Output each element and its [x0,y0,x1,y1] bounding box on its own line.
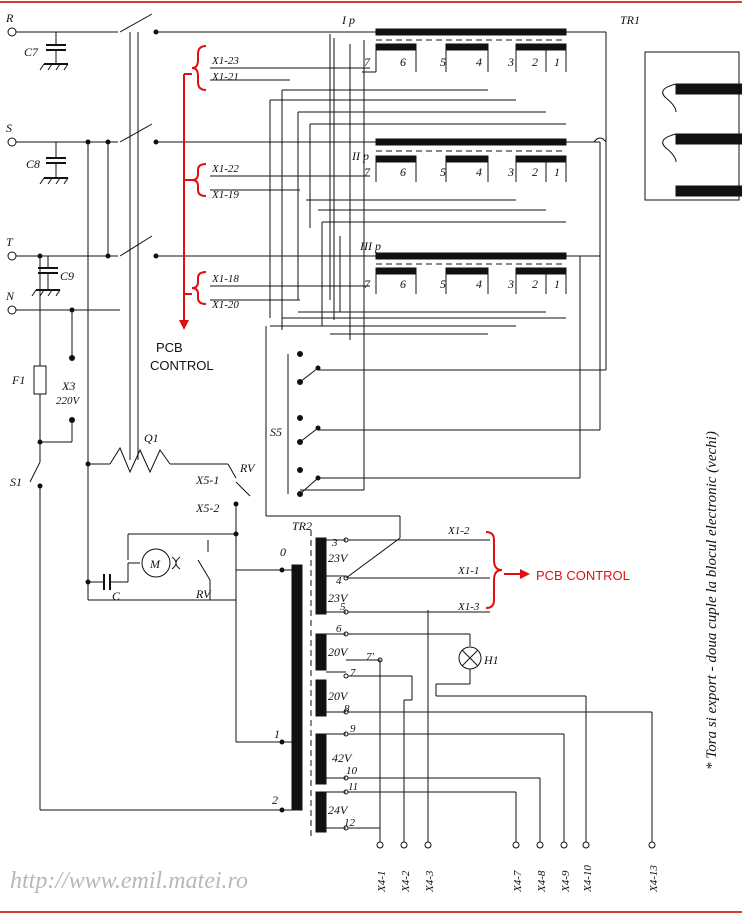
terminal-n [7,305,17,315]
x1-18-label: X1-18 [211,273,239,285]
switch-s1-label: S1 [10,475,22,489]
q1-label: Q1 [144,431,159,445]
x4-10-label: X4-10 [582,865,594,893]
tr2-tap-3: 3 [331,537,338,549]
tr2-tap-5: 5 [340,601,346,613]
tr2-tap-6: 6 [336,623,342,635]
phase-i-label: I p [341,13,355,27]
x4-terminal-labels: X4-1 X4-2 X4-3 X4-7 X4-8 X4-9 X4-10 X4-1… [376,865,660,893]
terminal-t-label: T [6,235,14,249]
terminal-s-label: S [6,121,12,135]
voltage-24v: 24V [328,803,349,817]
x4-2-label: X4-2 [400,870,412,893]
watermark: http://www.emil.matei.ro [10,868,248,894]
tr1-p1-tap-7: 7 [364,55,371,69]
cap-c7-label: C7 [24,45,39,59]
tr1-p2-tap-4: 4 [476,165,482,179]
side-note: * Tora si export - doua cuple la blocul … [704,431,720,770]
voltage-42v: 42V [332,751,353,765]
tr2-tap-12: 12 [344,817,356,829]
tr1-p2-tap-2: 2 [532,165,538,179]
tr2-label: TR2 [292,519,312,533]
x1-2-label: X1-2 [447,525,470,537]
cap-c8-label: C8 [26,157,40,171]
tr2-tap-8: 8 [344,703,350,715]
tr1-p1-tap-6: 6 [400,55,406,69]
tr1-p1-tap-1: 1 [554,55,560,69]
pcb-control-line2: CONTROL [150,358,214,373]
terminal-r-label: R [5,11,14,25]
terminal-r [7,27,17,37]
fuse-label: F1 [11,373,25,387]
tr1-p2-tap-7: 7 [364,165,371,179]
tr1-p1-tap-3: 3 [507,55,514,69]
motor-label: M [149,557,161,571]
x1-1-label: X1-1 [457,565,479,577]
x1-21-label: X1-21 [211,71,239,83]
x1-3-label: X1-3 [457,601,480,613]
plug-x3-label: X3 [61,379,75,393]
terminal-s [7,137,17,147]
tr2-tap-0: 0 [280,545,286,559]
tr1-p2-tap-1: 1 [554,165,560,179]
x1-20-label: X1-20 [211,299,239,311]
motor-symbol [141,548,171,578]
tr2-tap-7p: 7' [366,651,375,663]
tr1-p1-tap-2: 2 [532,55,538,69]
x4-3-label: X4-3 [424,870,436,893]
tr1-p2-tap-5: 5 [440,165,446,179]
tr1-p3-tap-4: 4 [476,277,482,291]
tr2-tap-10: 10 [346,765,358,777]
tr1-p2-tap-6: 6 [400,165,406,179]
terminal-t [7,251,17,261]
tr2-tap-2: 2 [272,793,278,807]
x4-1-label: X4-1 [376,871,388,893]
x4-9-label: X4-9 [560,870,572,893]
x1-23-label: X1-23 [211,55,239,67]
lamp-h1-label: H1 [483,653,499,667]
tr1-p3-tap-7: 7 [364,277,371,291]
tr1-p3-tap-5: 5 [440,277,446,291]
x4-8-label: X4-8 [536,870,548,893]
rv-motor-switch-label: RV [195,587,212,601]
rv-switch-label: RV [239,461,256,475]
x5-2-label: X5-2 [195,501,219,515]
tr2-tap-1: 1 [274,727,280,741]
tr1-p3-tap-2: 2 [532,277,538,291]
tr1-p1-tap-4: 4 [476,55,482,69]
pcb-control-line1: PCB [156,340,183,355]
voltage-23v-b: 23V [328,591,349,605]
tr1-p2-tap-3: 3 [507,165,514,179]
voltage-20v-b: 20V [328,689,349,703]
tr2-tap-11: 11 [348,781,358,793]
tr2-tap-7: 7 [350,667,356,679]
terminal-n-label: N [5,289,15,303]
cap-c9-label: C9 [60,269,74,283]
tr1-p3-tap-3: 3 [507,277,514,291]
x1-19-label: X1-19 [211,189,239,201]
phase-iii-label: III p [359,239,381,253]
x4-7-label: X4-7 [512,870,524,893]
x1-22-label: X1-22 [211,163,239,175]
pcb-control-right-label: PCB CONTROL [536,568,630,583]
phase-ii-label: II p [351,149,369,163]
cap-c-label: C [112,589,121,603]
voltage-20v-a: 20V [328,645,349,659]
tr1-label: TR1 [620,13,640,27]
tr1-p1-tap-5: 5 [440,55,446,69]
plug-voltage-label: 220V [56,395,81,407]
voltage-23v-a: 23V [328,551,349,565]
tr1-p3-tap-1: 1 [554,277,560,291]
switch-s5-label: S5 [270,425,282,439]
tr1-p3-tap-6: 6 [400,277,406,291]
x4-13-label: X4-13 [648,865,660,893]
tr2-tap-9: 9 [350,723,356,735]
tr2-tap-4: 4 [336,575,342,587]
x5-1-label: X5-1 [195,473,219,487]
